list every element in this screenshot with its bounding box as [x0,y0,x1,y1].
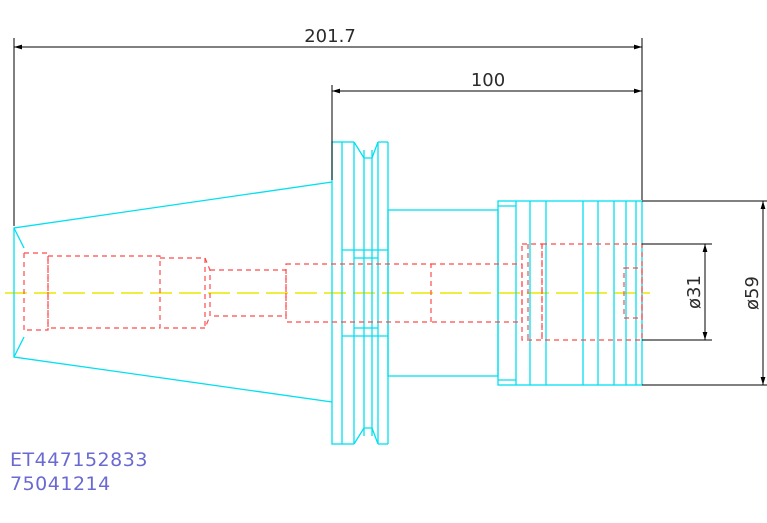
part-code-line2: 75041214 [10,473,111,495]
dim-outer-diameter: ø59 [742,276,763,310]
v-groove-top [353,141,379,159]
flange [331,141,343,445]
dim-flange-to-end: 100 [471,70,505,91]
dimensions [13,38,767,386]
part-outline [13,141,643,445]
taper-cone [13,181,333,403]
hidden-bore [23,243,643,341]
dim-inner-diameter: ø31 [684,275,705,309]
dim-overall-length: 201.7 [304,26,356,47]
part-code-line1: ET447152833 [10,449,148,471]
v-groove-bottom [353,427,379,445]
